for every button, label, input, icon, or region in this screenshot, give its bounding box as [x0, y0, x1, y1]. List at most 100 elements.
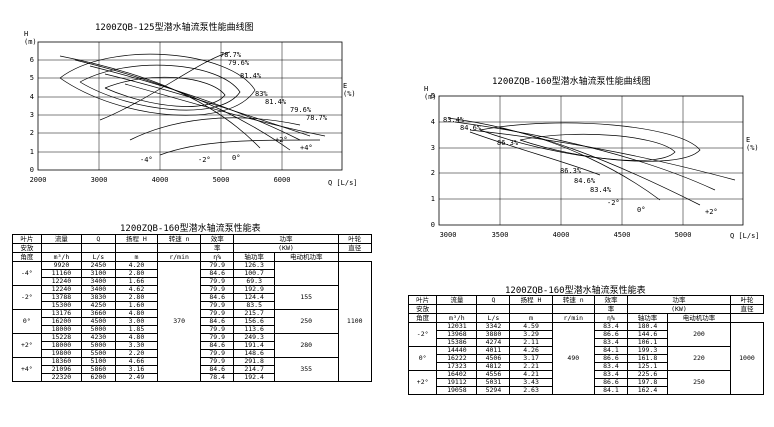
chart2-y-tick: 2 [431, 169, 435, 177]
row-head: 2.63 [509, 386, 553, 395]
chart2-ylabel-h: H [424, 85, 429, 93]
chart2-ylabel: H (m) [424, 85, 437, 101]
header-empty [157, 243, 201, 253]
chart1-eff-e: E [343, 82, 348, 90]
chart2-x-tick: 4000 [553, 231, 570, 239]
chart2-x-tick: 5000 [675, 231, 692, 239]
header-dia-2: 直径 [729, 304, 765, 314]
header-angle-2: 安放 [407, 304, 438, 314]
chart1-y-tick: 0 [30, 166, 34, 174]
chart1-angle-label: 0° [232, 154, 240, 162]
header-angle-3: 角度 [12, 252, 42, 262]
row-shaft-power: 162.4 [626, 386, 668, 395]
chart1-y-tick: 4 [30, 93, 34, 101]
header-dia: 叶轮 [729, 295, 765, 305]
row-diameter: 1100 [337, 261, 373, 382]
row-angle: -2° [12, 285, 42, 310]
chart1-angle-label: -2° [198, 156, 211, 164]
chart2-ylabel-unit: (m) [424, 93, 437, 101]
table2-title: 1200ZQB-160型潜水轴流泵性能表 [505, 286, 646, 296]
header-empty [509, 304, 553, 314]
unit-rpm: r/min [551, 313, 595, 323]
chart2-eff-label-text: 86.3% [497, 139, 519, 147]
chart1-eff-unit: (%) [343, 90, 356, 98]
header-flow: 流量 [436, 295, 478, 305]
chart2-angle-label: 0° [637, 206, 645, 214]
header-eff-2: 率 [199, 243, 235, 253]
chart2-y-tick: 3 [431, 144, 435, 152]
row-speed: 490 [551, 322, 595, 395]
header-angle: 叶片 [407, 295, 438, 305]
chart1-y-tick: 3 [30, 111, 34, 119]
chart1-y-tick: 2 [30, 129, 34, 137]
chart1-eff-label-text: 78.7% [306, 114, 328, 122]
chart2-title: 1200ZQB-160型潜水轴流泵性能曲线图 [492, 77, 651, 87]
row-eff: 78.4 [199, 373, 235, 382]
chart2-eff-unit: (%) [746, 144, 759, 152]
chart1-ylabel-unit: (m) [24, 38, 37, 46]
chart1-title: 1200ZQB-125型潜水轴流泵性能曲线图 [95, 23, 254, 33]
row-motor-power: 155 [273, 285, 339, 310]
chart2-y-tick: 1 [431, 195, 435, 203]
chart1-angle-label: +2° [275, 136, 288, 144]
chart2-eff-label-text: 86.3% [560, 167, 582, 175]
row-angle: -4° [12, 261, 42, 286]
chart2-x-tick: 4500 [614, 231, 631, 239]
header-angle-3: 角度 [407, 313, 438, 323]
header-empty [551, 304, 595, 314]
unit-rpm: r/min [157, 252, 201, 262]
chart1-angle-label: +4° [300, 144, 313, 152]
row-flow-ls: 6200 [81, 373, 116, 382]
header-eff-2: 率 [593, 304, 628, 314]
header-empty [40, 243, 83, 253]
chart2-x-tick: 3000 [440, 231, 457, 239]
chart2-eff-e: E [746, 136, 751, 144]
chart2-eff-label-text: 83.4% [443, 116, 465, 124]
chart1-eff-label-text: 79.6% [290, 106, 312, 114]
chart2-x-tick: 3500 [492, 231, 509, 239]
header-power-unit: (KW) [626, 304, 731, 314]
chart2-xlabel: Q [L/s] [730, 232, 760, 240]
chart1-eff-label-text: 83% [255, 90, 268, 98]
header-speed: 转速 n [551, 295, 595, 305]
row-flow-ls: 5294 [476, 386, 511, 395]
header-power: 功率 [626, 295, 731, 305]
row-motor-power: 220 [666, 346, 731, 371]
header-head: 扬程 H [509, 295, 553, 305]
row-motor-power [273, 261, 339, 286]
chart1-x-tick: 4000 [152, 176, 169, 184]
chart2-y-tick: 0 [431, 221, 435, 229]
row-motor-power: 250 [666, 370, 731, 395]
chart1-eff-label-text: 81.4% [265, 98, 287, 106]
header-q: Q [476, 295, 511, 305]
chart1-eff-label: E (%) [343, 82, 356, 98]
row-angle: -2° [407, 322, 438, 347]
row-eff: 84.1 [593, 386, 628, 395]
table1-title: 1200ZQB-160型潜水轴流泵性能表 [120, 224, 261, 234]
header-motor: 电动机功率 [273, 252, 339, 262]
chart2-eff-label-text: 84.6% [460, 124, 482, 132]
chart1-eff-label-text: 79.6% [228, 59, 250, 67]
chart1-y-tick: 1 [30, 148, 34, 156]
chart1-x-tick: 3000 [91, 176, 108, 184]
row-speed: 370 [157, 261, 201, 382]
chart1-x-tick: 5000 [213, 176, 230, 184]
chart2-y-tick: 4 [431, 118, 435, 126]
header-eff: 效率 [593, 295, 628, 305]
header-angle: 叶片 [12, 234, 42, 244]
header-power-unit: (KW) [233, 243, 339, 253]
chart1-xlabel: Q [L/s] [328, 179, 358, 187]
chart2-eff-label: E (%) [746, 136, 759, 152]
header-motor: 电动机功率 [666, 313, 731, 323]
header-q: Q [81, 234, 116, 244]
